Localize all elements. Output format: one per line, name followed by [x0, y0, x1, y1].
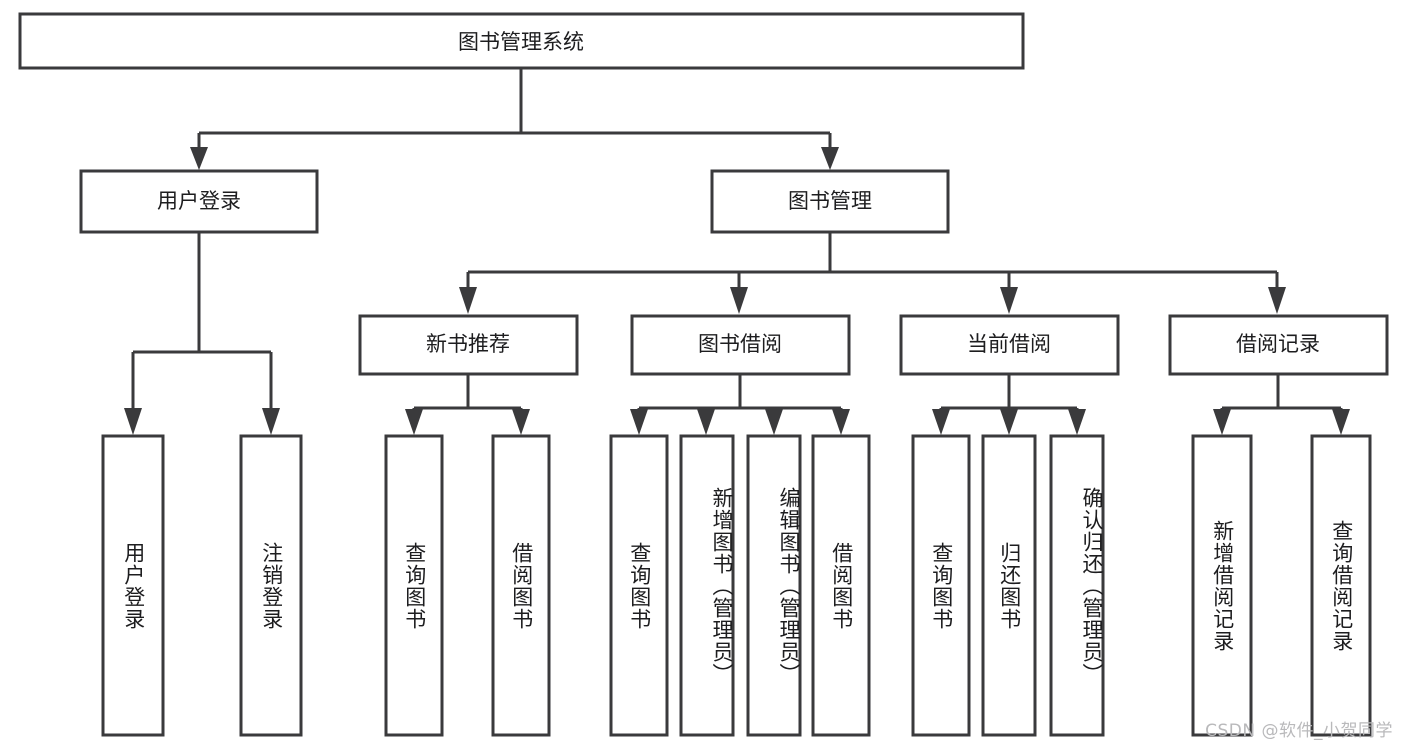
connector-borrow-record-to-leaves	[1213, 374, 1350, 435]
arrowhead-borrow-record	[1268, 287, 1286, 314]
current-borrow-label: 当前借阅	[967, 332, 1051, 356]
arrowhead-leaf-borrow-book-rec	[512, 409, 530, 435]
book-management-label: 图书管理	[788, 189, 872, 213]
arrowhead-new-book-recommend	[459, 287, 477, 314]
node-current-borrow[interactable]: 当前借阅	[899, 314, 1120, 376]
leaf-box-return-book[interactable]	[981, 434, 1037, 737]
leaf-box-confirm-return[interactable]	[1049, 434, 1105, 737]
leaf-box-query-book-current[interactable]	[911, 434, 971, 737]
arrowhead-leaf-query-book-rec	[405, 409, 423, 435]
current-borrow-box	[899, 314, 1120, 376]
leaf-box-query-book-rec[interactable]	[384, 434, 444, 737]
node-user-login[interactable]: 用户登录	[79, 169, 319, 234]
leaf-box-add-book[interactable]	[679, 434, 735, 737]
arrowhead-leaf-query-book-current	[932, 409, 950, 435]
node-book-borrow[interactable]: 图书借阅	[630, 314, 851, 376]
user-login-box	[79, 169, 319, 234]
connector-root-to-level2	[190, 68, 839, 170]
arrowhead-user-login	[190, 147, 208, 170]
leaf-box-query-record[interactable]	[1310, 434, 1372, 737]
arrowhead-leaf-query-record	[1332, 409, 1350, 435]
node-root[interactable]: 图书管理系统	[18, 12, 1025, 70]
connector-book-borrow-to-leaves	[630, 374, 850, 435]
leaf-box-borrow-book-rec[interactable]	[491, 434, 551, 737]
new-book-recommend-label: 新书推荐	[426, 332, 510, 356]
arrowhead-leaf-add-record	[1213, 409, 1231, 435]
book-borrow-label: 图书借阅	[698, 332, 782, 356]
borrow-record-label: 借阅记录	[1236, 332, 1320, 356]
leaf-box-edit-book[interactable]	[746, 434, 802, 737]
connector-book-management-to-level3	[459, 232, 1286, 314]
leaf-box-query-book-borrow[interactable]	[609, 434, 669, 737]
connector-current-borrow-to-leaves	[932, 374, 1086, 435]
arrowhead-leaf-add-book	[697, 409, 715, 435]
connector-user-login-to-leaves	[124, 232, 280, 435]
new-book-recommend-box	[358, 314, 579, 376]
arrowhead-leaf-user-login	[124, 408, 142, 435]
arrowhead-leaf-confirm-return	[1068, 409, 1086, 435]
arrowhead-leaf-borrow-book	[832, 409, 850, 435]
root-box	[18, 12, 1025, 70]
root-label: 图书管理系统	[458, 30, 584, 54]
node-borrow-record[interactable]: 借阅记录	[1168, 314, 1389, 376]
arrowhead-leaf-user-logout	[262, 408, 280, 435]
arrowhead-leaf-query-book-borrow	[630, 409, 648, 435]
leaf-box-user-logout[interactable]	[239, 434, 303, 737]
user-login-label: 用户登录	[157, 189, 241, 213]
csdn-watermark: CSDN @软件_小贺同学	[1205, 721, 1393, 741]
leaf-box-add-record[interactable]	[1191, 434, 1253, 737]
arrowhead-leaf-return-book	[1000, 409, 1018, 435]
connector-new-book-recommend-to-leaves	[405, 374, 530, 435]
node-new-book-recommend[interactable]: 新书推荐	[358, 314, 579, 376]
leaf-box-borrow-book[interactable]	[811, 434, 871, 737]
arrowhead-book-management	[821, 147, 839, 170]
arrowhead-leaf-edit-book	[765, 409, 783, 435]
leaf-box-user-login[interactable]	[101, 434, 165, 737]
node-book-management[interactable]: 图书管理	[710, 169, 950, 234]
arrowhead-current-borrow	[1000, 287, 1018, 314]
arrowhead-book-borrow	[730, 287, 748, 314]
